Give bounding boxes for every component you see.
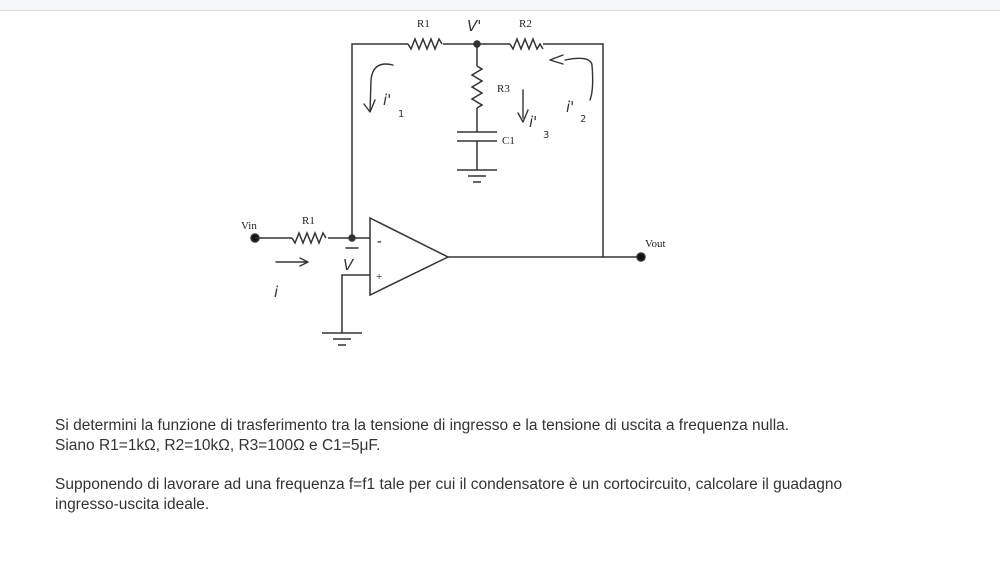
annotation-v-prime: V' [467, 17, 481, 35]
arrow-i2-icon [549, 54, 594, 101]
arrow-i1-icon [363, 63, 394, 113]
wire-plus [341, 274, 370, 333]
vout-terminal [636, 252, 646, 262]
resistor-r3 [470, 65, 484, 109]
annotation-i2-sub: 2 [580, 114, 586, 125]
capacitor-c1 [457, 131, 497, 142]
label-vin: Vin [241, 220, 257, 232]
annotation-v-minus: V [343, 256, 355, 274]
problem-line-4: ingresso-uscita ideale. [55, 496, 210, 513]
resistor-r2 [509, 36, 544, 52]
annotation-i3: i' [529, 113, 537, 131]
ground-bottom [322, 332, 362, 346]
problem-line-1: Si determini la funzione di trasferiment… [55, 417, 790, 434]
label-vout: Vout [645, 238, 666, 250]
label-r2: R2 [519, 18, 532, 30]
label-r3: R3 [497, 83, 510, 95]
problem-paragraph-2: Supponendo di lavorare ad una frequenza … [55, 475, 842, 515]
arrow-i3-icon [517, 89, 529, 123]
annotation-i1-sub: 1 [398, 109, 404, 120]
annotation-i1: i' [383, 91, 391, 109]
circuit-diagram: R1 R2 R3 C1 R1 Vin Vout - + V' V i i' 1 … [241, 17, 666, 346]
resistor-r1-in [291, 230, 327, 246]
opamp [369, 216, 450, 297]
node-v-minus [348, 234, 356, 242]
label-r1-in: R1 [302, 215, 315, 227]
label-r1-top: R1 [417, 18, 430, 30]
resistor-r1-top [407, 36, 443, 52]
problem-line-2: Siano R1=1kΩ, R2=10kΩ, R3=100Ω e C1=5μF. [55, 437, 381, 454]
problem-line-3: Supponendo di lavorare ad una frequenza … [55, 476, 843, 493]
annotation-i2: i' [566, 98, 574, 116]
problem-paragraph-1: Si determini la funzione di trasferiment… [55, 416, 789, 456]
annotation-i3-sub: 3 [543, 130, 549, 141]
opamp-minus-sign: - [377, 234, 382, 249]
ground-top [457, 169, 497, 183]
top-bar [0, 0, 1000, 11]
label-c1: C1 [502, 135, 515, 147]
arrow-i-icon [275, 257, 309, 267]
annotation-i: i [274, 283, 279, 301]
opamp-plus-sign: + [376, 271, 382, 283]
